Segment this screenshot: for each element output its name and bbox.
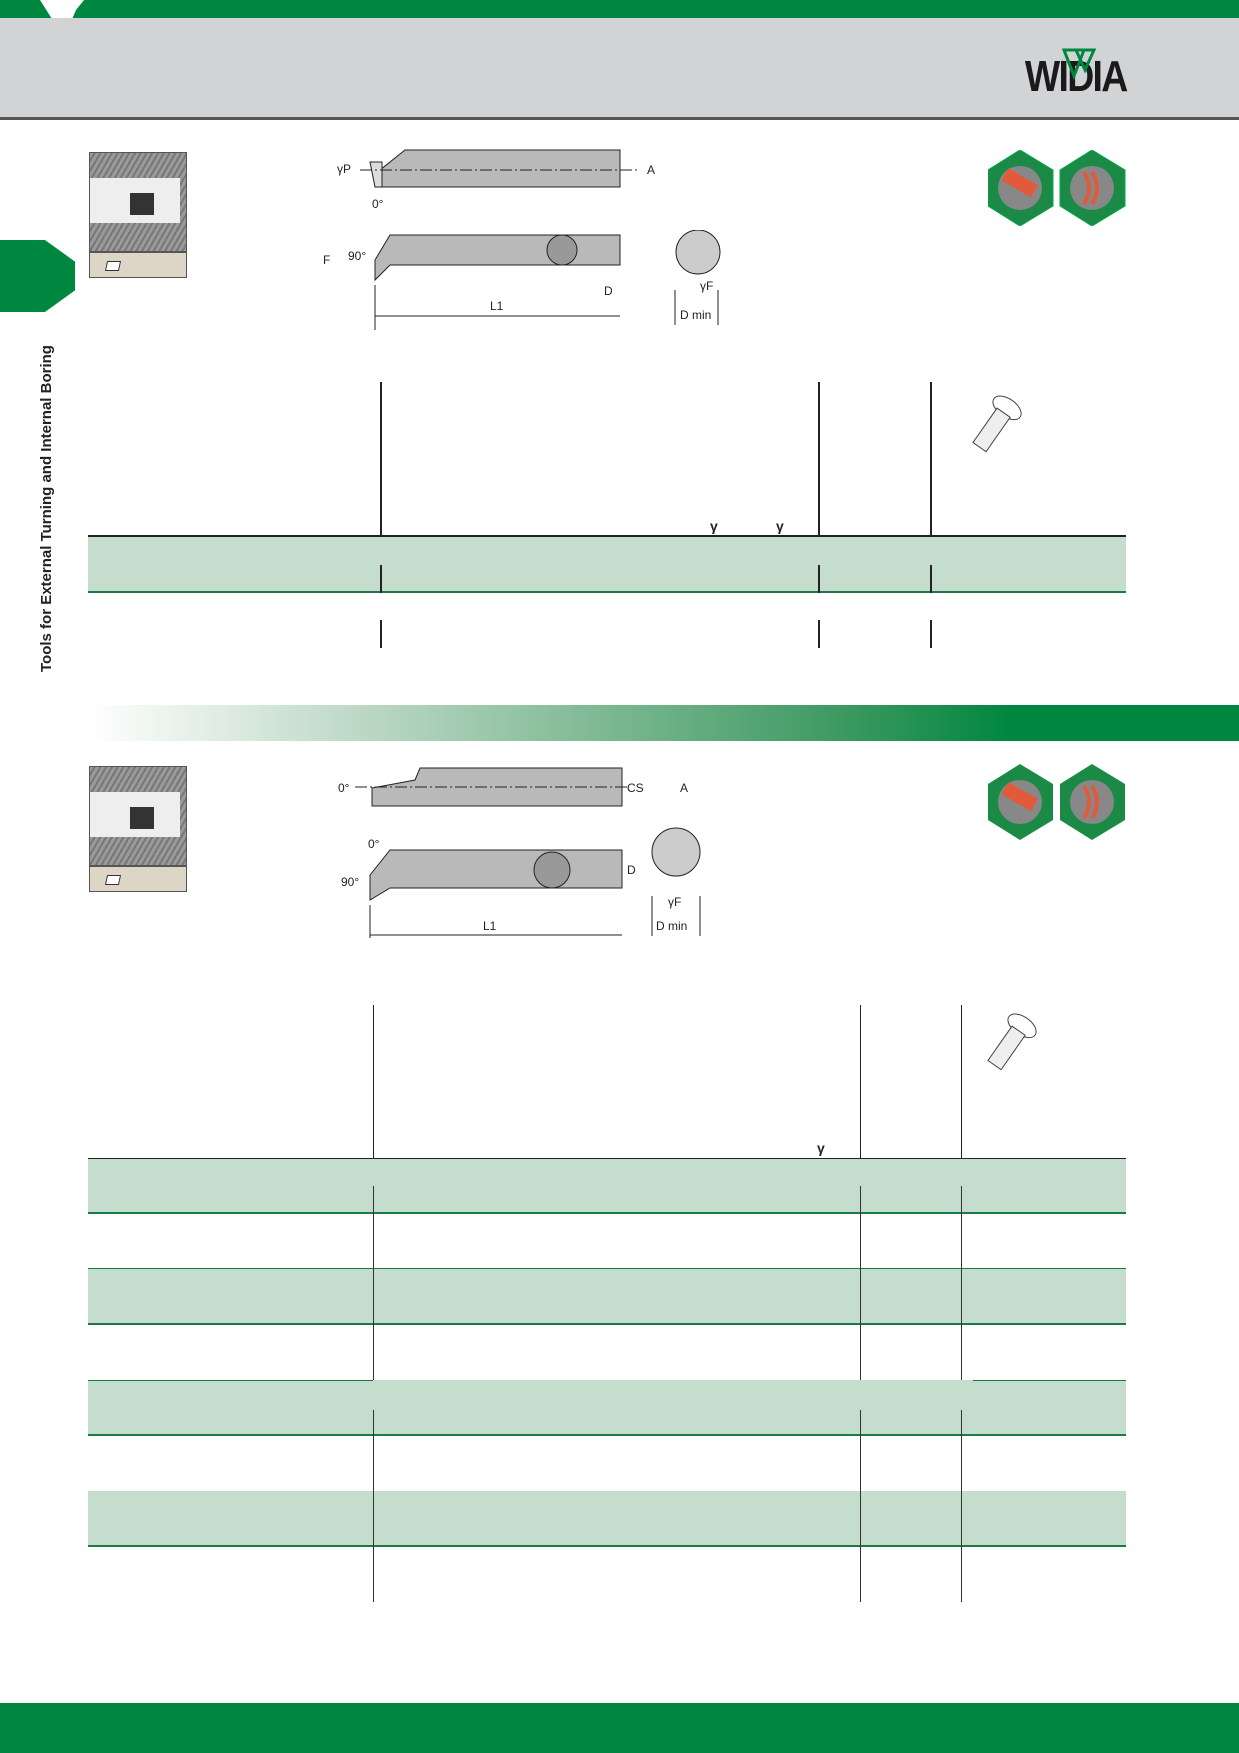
tool-drawing-1: γP A 0° F 90° D L1 (323, 149, 655, 330)
svg-text:0°: 0° (368, 837, 380, 851)
screw-icon (972, 395, 1022, 453)
side-title: Tools for External Turning and Internal … (38, 345, 55, 672)
svg-text:D: D (627, 863, 636, 877)
section-tab (0, 240, 75, 312)
table-section-row (88, 1159, 1126, 1214)
end-view-1: γF D min (674, 230, 721, 325)
insert-icon (89, 252, 187, 278)
table-row (88, 1491, 1126, 1547)
svg-text:90°: 90° (341, 875, 359, 889)
svg-text:F: F (323, 253, 330, 267)
svg-text:L1: L1 (483, 919, 497, 933)
svg-text:D min: D min (680, 308, 711, 322)
end-view-2: γF D min (651, 827, 701, 936)
svg-text:L1: L1 (490, 299, 504, 313)
widia-logo: WIDIA (1025, 52, 1128, 101)
table-row (88, 1269, 1126, 1325)
application-thumbnail (89, 152, 187, 278)
screw-icon-2 (987, 1013, 1037, 1071)
operation-icons (988, 150, 1126, 226)
insert-icon (89, 866, 187, 892)
svg-text:CS: CS (627, 781, 644, 795)
widia-logo-mark-icon (1062, 48, 1097, 80)
svg-text:0°: 0° (338, 781, 350, 795)
svg-text:A: A (647, 163, 655, 177)
svg-text:D: D (604, 284, 613, 298)
application-thumbnail-2 (89, 766, 187, 892)
section-divider (88, 705, 1239, 741)
svg-text:γP: γP (337, 162, 351, 176)
svg-text:A: A (680, 781, 688, 795)
tool-drawing-2: 0°CSA 0°F 90°D L1 (330, 767, 688, 938)
svg-text:γF: γF (700, 279, 713, 293)
bottom-bar (0, 1703, 1239, 1753)
svg-text:0°: 0° (372, 197, 384, 211)
top-bar (0, 0, 1239, 18)
svg-text:D min: D min (656, 919, 687, 933)
svg-text:γF: γF (668, 895, 681, 909)
table-row (88, 537, 1126, 593)
page-header (0, 18, 1239, 120)
operation-icons-2 (988, 764, 1125, 840)
svg-text:90°: 90° (348, 249, 366, 263)
